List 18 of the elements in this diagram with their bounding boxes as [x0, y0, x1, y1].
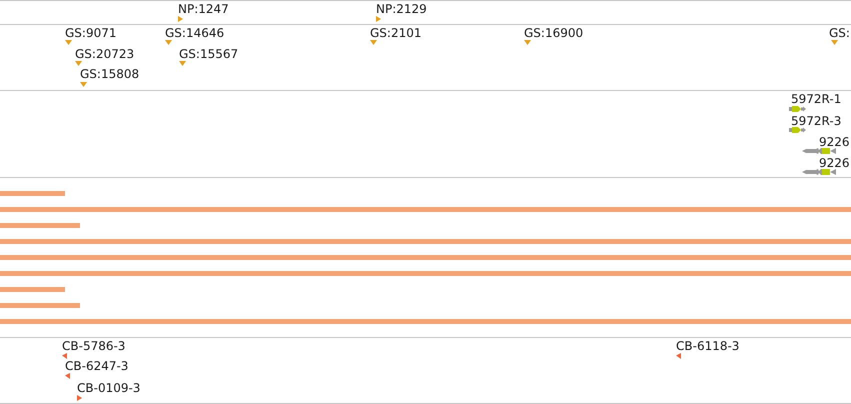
feature-label: GS:15567: [179, 48, 238, 60]
feature-label: CB-0109-3: [77, 382, 140, 394]
feature-label: GS:2101: [370, 27, 422, 39]
feature-label: GS:: [829, 27, 850, 39]
feature-label: GS:15808: [80, 68, 140, 80]
feature-label: GS:9071: [65, 27, 116, 39]
feature-label: GS:14646: [165, 27, 224, 39]
feature-label: CB-5786-3: [62, 340, 126, 352]
feature-label: CB-6118-3: [676, 340, 740, 352]
feature-label: CB-6247-3: [65, 360, 128, 372]
feature-label: NP:1247: [178, 3, 229, 15]
feature-label: 5972R-1: [791, 93, 842, 105]
feature-label: GS:16900: [524, 27, 584, 39]
feature-label: 9226: [819, 136, 850, 148]
feature-label: NP:2129: [376, 3, 427, 15]
feature-label: 9226: [819, 157, 850, 169]
feature-label: GS:20723: [75, 48, 134, 60]
feature-label: 5972R-3: [791, 115, 842, 127]
